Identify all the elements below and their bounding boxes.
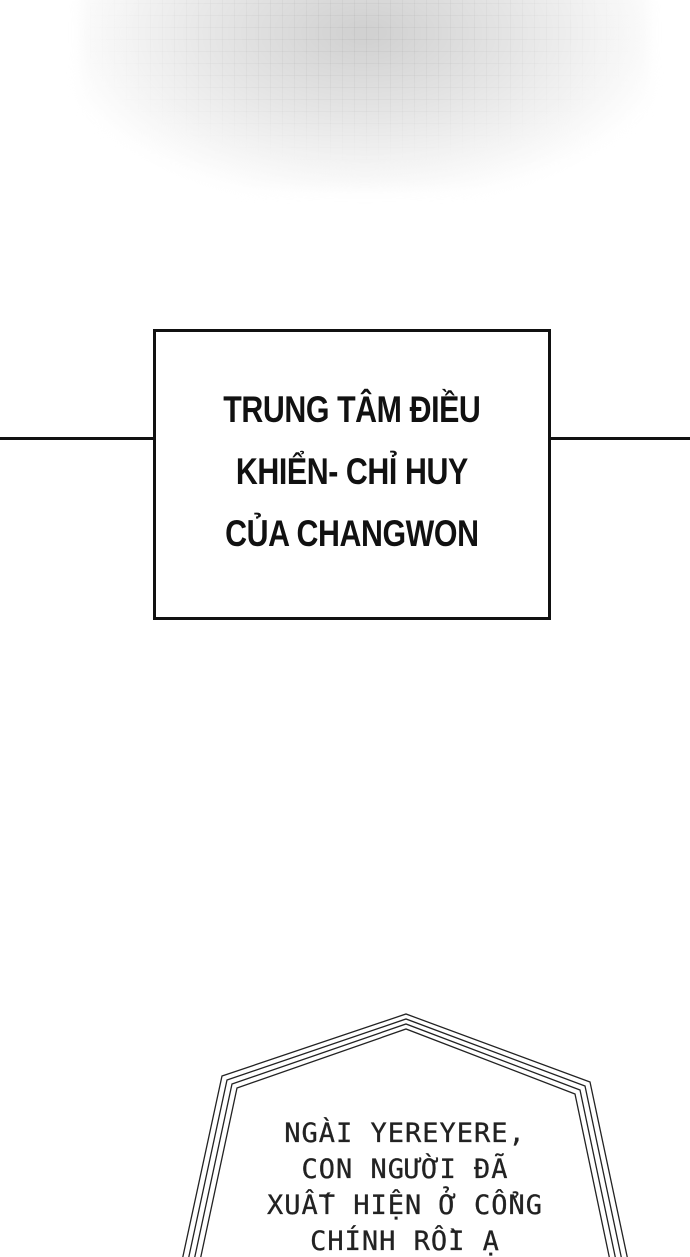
caption-line: TRUNG TÂM ĐIỀU <box>223 388 481 430</box>
caption-text: TRUNG TÂM ĐIỀU KHIỂN- CHỈ HUY CỦA CHANGW… <box>223 379 481 565</box>
divider-line-right <box>549 437 690 440</box>
blurred-background-scene <box>80 0 650 190</box>
caption-line: KHIỂN- CHỈ HUY <box>236 450 468 492</box>
speech-line: CHÍNH RỒI Ạ <box>310 1226 500 1257</box>
speech-bubble-text: NGÀI YEREYERE, CON NGƯỜI ĐÃ XUẤT HIỆN Ở … <box>230 1116 580 1257</box>
caption-line: CỦA CHANGWON <box>225 512 479 554</box>
blurred-background-texture <box>90 0 630 160</box>
caption-box: TRUNG TÂM ĐIỀU KHIỂN- CHỈ HUY CỦA CHANGW… <box>153 329 551 620</box>
divider-line-left <box>0 437 155 440</box>
speech-line: XUẤT HIỆN Ở CỔNG <box>266 1190 544 1221</box>
speech-line: CON NGƯỜI ĐÃ <box>301 1154 509 1185</box>
speech-line: NGÀI YEREYERE, <box>284 1118 526 1149</box>
